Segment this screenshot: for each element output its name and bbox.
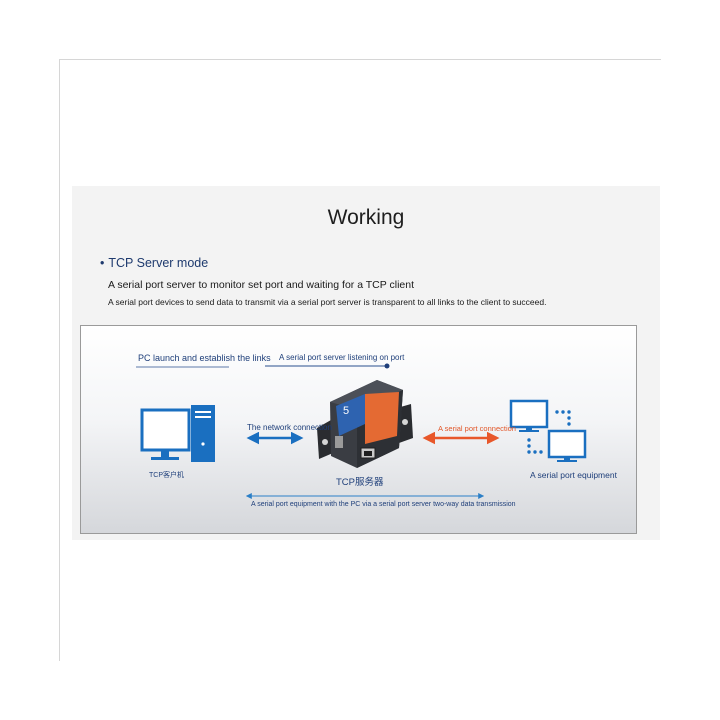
device-number: 5	[343, 405, 349, 417]
computer-icon	[140, 405, 215, 462]
diagram-graphics: 5	[136, 363, 587, 499]
network-connection-label: The network connection	[247, 423, 332, 432]
frame-top-border	[59, 59, 661, 60]
pc-launch-label: PC launch and establish the links	[138, 353, 271, 363]
tcp-server-label: TCP服务器	[336, 477, 384, 488]
description-text: A serial port devices to send data to tr…	[108, 297, 547, 307]
serial-server-device-icon: 5	[317, 380, 413, 468]
bullet-heading: •TCP Server mode	[100, 256, 208, 270]
serial-connection-label: A serial port connection	[438, 424, 516, 433]
slide-title: Working	[327, 206, 405, 229]
monitor-icon-top	[509, 399, 549, 432]
dots-icon	[527, 410, 571, 454]
frame-left-border	[59, 59, 60, 661]
tcp-server-diagram: 5	[80, 325, 637, 534]
subtitle-text: A serial port server to monitor set port…	[108, 279, 415, 291]
slide: Working •TCP Server mode A serial port s…	[72, 186, 660, 540]
tcp-client-label: TCP客户机	[149, 472, 184, 479]
two-way-caption: A serial port equipment with the PC via …	[251, 501, 516, 508]
serial-equipment-label: A serial port equipment	[530, 470, 617, 480]
monitor-icon-bottom	[547, 429, 587, 462]
label-underlines	[136, 363, 390, 369]
bullet-text: TCP Server mode	[108, 256, 209, 270]
server-listening-label: A serial port server listening on port	[279, 353, 405, 362]
bullet-dot-icon: •	[100, 256, 105, 270]
